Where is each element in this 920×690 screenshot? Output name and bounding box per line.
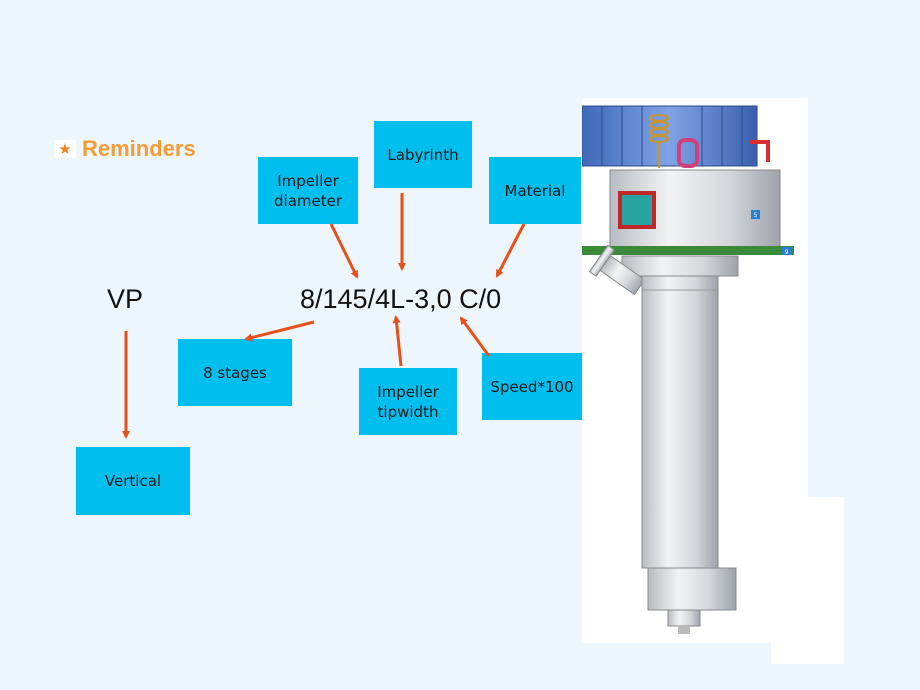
arrow-diameter [329, 223, 359, 279]
arrow-material [495, 223, 526, 278]
stages-box: 8 stages [178, 339, 292, 406]
material-box: Material [489, 157, 581, 224]
arrow-stages [244, 320, 315, 342]
arrow-speed [459, 316, 491, 357]
star-icon: ★ [54, 140, 76, 158]
pump-designation: 8/145/4L-3,0 C/0 [300, 284, 502, 314]
impeller-tipwidth-box: Impeller tipwidth [359, 368, 457, 435]
reminders-title: Reminders [82, 136, 196, 161]
labyrinth-box: Labyrinth [374, 121, 472, 188]
series-code: VP [107, 284, 144, 314]
badge-flange: 9 [785, 249, 789, 256]
impeller-diameter-box: Impeller diameter [258, 157, 358, 224]
reminders-heading: ★ Reminders [54, 134, 196, 164]
arrow-tipwidth [392, 315, 403, 367]
vertical-pump-image: 5 9 [582, 98, 808, 643]
badge-top: 5 [754, 212, 758, 219]
speed-box: Speed*100 [482, 353, 582, 420]
vertical-box: Vertical [76, 447, 190, 515]
